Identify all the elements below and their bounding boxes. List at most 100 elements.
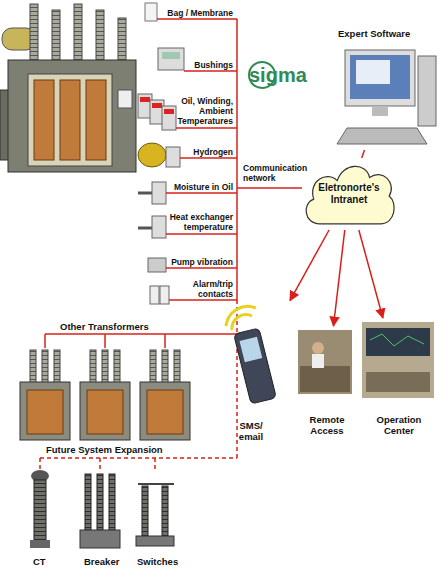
node-text: SMS/ email: [230, 420, 272, 442]
wire: [184, 70, 237, 72]
wall-screen: [366, 328, 430, 356]
bushing-monitor: [158, 48, 184, 70]
tank: [20, 382, 70, 440]
person: [312, 354, 324, 368]
node-text: Remote Access: [305, 414, 350, 436]
hydrogen-sensor: [138, 143, 166, 167]
network-label: Communication network: [243, 163, 318, 183]
wire: [176, 127, 237, 129]
sensor-label: Alarm/trip contacts: [178, 279, 233, 299]
wire: [104, 334, 106, 348]
bag-sensor: [145, 3, 157, 21]
sensor-label: Bag / Membrane: [158, 8, 233, 18]
temp-probe: [138, 227, 152, 230]
display: [164, 109, 174, 114]
remote-node: Remote Access: [296, 326, 358, 436]
tank: [80, 382, 130, 440]
bushing: [162, 350, 168, 384]
relay: [160, 286, 169, 304]
connector-arrow: [333, 230, 344, 326]
transformer-illustration: [0, 4, 136, 172]
wire: [45, 333, 237, 335]
bushing: [174, 350, 180, 384]
sensor-label: Pump vibration: [163, 257, 233, 267]
ct-insulator: [34, 480, 46, 540]
temp-monitor: [162, 106, 176, 130]
wire: [44, 334, 46, 348]
sms-node: SMS/ email: [212, 300, 290, 442]
connector-arrow: [290, 230, 329, 301]
wire: [154, 458, 156, 470]
bushing: [150, 350, 156, 384]
breaker-pole: [109, 474, 115, 530]
person: [312, 342, 324, 354]
network-cloud: Eletronorte's Intranet: [300, 158, 398, 230]
moisture-monitor: [152, 182, 166, 204]
bushing: [30, 4, 38, 66]
bushing: [102, 350, 108, 384]
tank: [8, 60, 136, 172]
vibration-sensor: [148, 258, 166, 272]
sensor-label: Hydrogen: [178, 147, 233, 157]
client-illustrations: [226, 306, 434, 404]
hydrogen-monitor: [166, 147, 180, 167]
bushing: [54, 350, 60, 384]
winding: [86, 80, 106, 160]
winding: [60, 80, 80, 160]
software-node: Expert Software: [334, 28, 438, 150]
switch-arm: [138, 483, 174, 485]
control-room: [362, 322, 434, 398]
window: [356, 60, 390, 84]
sensor-label: Moisture in Oil: [163, 182, 233, 192]
network-wire: [237, 187, 302, 189]
bushing: [114, 350, 120, 384]
desk: [300, 366, 350, 392]
display: [152, 103, 162, 108]
monitor: [345, 50, 415, 106]
relay: [150, 286, 159, 304]
bus-wiring: [40, 19, 302, 470]
sensor-label: Bushings: [188, 60, 233, 70]
tank-monitor: [118, 90, 132, 108]
bus: [236, 19, 238, 300]
wire: [164, 334, 166, 348]
wire: [99, 458, 101, 470]
winding: [34, 80, 54, 160]
schematic: [370, 334, 424, 346]
winding: [87, 390, 123, 434]
stand: [372, 106, 388, 116]
group-label: Future System Expansion: [46, 444, 196, 455]
bushing: [30, 350, 36, 384]
winding: [27, 390, 63, 434]
switch-base: [136, 536, 174, 546]
wire: [40, 457, 237, 459]
breaker-pole: [97, 474, 103, 530]
heat-monitor: [152, 216, 166, 238]
equipment-label: Switches: [137, 556, 197, 567]
switch-insulator: [142, 486, 148, 536]
wire: [169, 299, 237, 301]
tower: [418, 56, 436, 126]
node-text: Operation Center: [370, 414, 428, 436]
operation-node: Operation Center: [360, 318, 438, 436]
remote-photo: [298, 330, 352, 394]
wire: [39, 458, 41, 470]
phone-screen: [239, 337, 262, 363]
bushing: [52, 10, 60, 66]
screen: [350, 55, 410, 99]
connector-arrow: [359, 230, 383, 318]
switch-insulator: [162, 486, 168, 536]
bus-extension: [236, 300, 238, 458]
wire: [166, 192, 237, 194]
sensor-label: Heat exchanger temperature: [161, 212, 233, 232]
phone: [234, 328, 277, 404]
base: [30, 540, 50, 548]
node-text: Eletronorte's Intranet: [309, 182, 389, 206]
computer-illustration: [249, 50, 436, 144]
bushing: [90, 350, 96, 384]
display: [162, 52, 180, 59]
moisture-probe: [138, 192, 152, 195]
logo-text: sigma: [249, 64, 309, 86]
wire: [166, 267, 237, 269]
